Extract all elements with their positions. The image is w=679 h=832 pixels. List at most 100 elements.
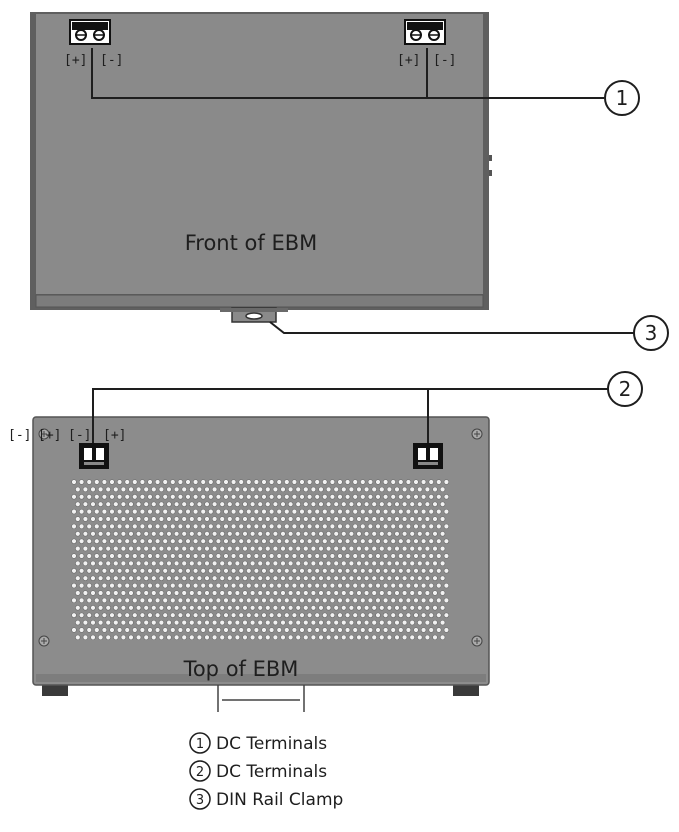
vent-hole xyxy=(310,486,317,493)
vent-hole xyxy=(299,568,305,574)
vent-hole xyxy=(120,486,127,493)
vent-hole xyxy=(420,523,427,530)
vent-hole xyxy=(276,568,282,574)
vent-hole xyxy=(333,634,339,641)
vent-hole xyxy=(325,575,332,581)
vent-hole xyxy=(151,531,157,537)
vent-hole xyxy=(306,582,313,589)
vent-hole xyxy=(90,486,96,493)
vent-hole xyxy=(424,634,431,641)
vent-hole xyxy=(143,634,149,641)
vent-hole xyxy=(261,597,267,604)
vent-hole xyxy=(295,560,301,567)
vent-hole xyxy=(208,553,214,559)
vent-hole xyxy=(371,619,377,626)
vent-hole xyxy=(356,634,362,641)
vent-hole xyxy=(375,612,381,618)
vent-hole xyxy=(196,516,203,522)
vent-hole xyxy=(223,538,229,544)
vent-hole xyxy=(360,523,366,530)
vent-hole xyxy=(390,508,396,515)
vent-hole xyxy=(424,545,431,552)
vent-hole xyxy=(439,605,446,611)
vent-hole xyxy=(265,575,271,581)
vent-hole xyxy=(352,508,358,515)
vent-hole xyxy=(177,538,184,544)
vent-hole xyxy=(211,531,218,537)
vent-hole xyxy=(287,516,294,522)
vent-hole xyxy=(109,612,115,618)
vent-hole xyxy=(367,568,374,574)
vent-hole xyxy=(291,479,298,485)
vent-hole xyxy=(401,605,408,611)
vent-hole xyxy=(322,508,328,515)
vent-hole xyxy=(390,494,396,500)
vent-hole xyxy=(420,538,427,544)
vent-hole xyxy=(128,545,134,552)
vent-hole xyxy=(261,523,267,530)
vent-hole xyxy=(189,560,195,567)
top-minus-label-b: [-] xyxy=(68,428,91,443)
vent-hole xyxy=(303,486,309,493)
vent-hole xyxy=(219,605,225,611)
vent-hole xyxy=(432,605,438,611)
vent-hole xyxy=(105,619,111,626)
vent-hole xyxy=(314,494,320,500)
vent-hole xyxy=(185,582,191,589)
vent-hole xyxy=(390,582,396,589)
vent-hole xyxy=(329,568,336,574)
vent-hole xyxy=(398,582,404,589)
vent-hole xyxy=(105,516,111,522)
vent-hole xyxy=(105,605,111,611)
vent-hole xyxy=(390,553,396,559)
vent-hole xyxy=(94,627,100,633)
vent-hole xyxy=(280,545,286,552)
vent-hole xyxy=(90,545,96,552)
vent-hole xyxy=(124,612,130,618)
vent-hole xyxy=(147,494,153,500)
vent-hole xyxy=(367,627,374,633)
vent-hole xyxy=(200,523,206,530)
vent-hole xyxy=(303,605,309,611)
vent-hole xyxy=(71,494,77,500)
vent-hole xyxy=(238,627,244,633)
vent-hole xyxy=(94,479,100,485)
vent-hole xyxy=(82,575,89,581)
vent-hole xyxy=(170,582,176,589)
vent-hole xyxy=(379,560,385,567)
vent-hole xyxy=(386,560,393,567)
vent-hole xyxy=(109,508,115,515)
legend-item-text: DC Terminals xyxy=(216,734,327,754)
vent-hole xyxy=(242,486,248,493)
vent-hole xyxy=(94,494,100,500)
vent-hole xyxy=(124,538,130,544)
side-notch xyxy=(489,170,492,176)
vent-hole xyxy=(322,479,328,485)
vent-hole xyxy=(337,597,343,604)
vent-hole xyxy=(208,508,214,515)
vent-hole xyxy=(71,508,77,515)
vent-hole xyxy=(185,508,191,515)
vent-hole xyxy=(325,486,332,493)
vent-hole xyxy=(147,508,153,515)
vent-hole xyxy=(78,523,85,530)
vent-hole xyxy=(409,501,415,507)
vent-hole xyxy=(135,531,142,537)
vent-hole xyxy=(246,627,252,633)
vent-hole xyxy=(173,516,180,522)
vent-hole xyxy=(379,545,385,552)
vent-hole xyxy=(128,516,134,522)
vent-hole xyxy=(337,538,343,544)
vent-hole xyxy=(185,523,191,530)
vent-hole xyxy=(382,508,389,515)
vent-hole xyxy=(310,545,317,552)
vent-hole xyxy=(204,575,210,581)
vent-hole xyxy=(158,575,165,581)
vent-hole xyxy=(287,486,294,493)
vent-hole xyxy=(113,545,119,552)
vent-hole xyxy=(82,501,89,507)
vent-hole xyxy=(436,627,442,633)
vent-hole xyxy=(78,627,85,633)
vent-hole xyxy=(253,582,260,589)
vent-hole xyxy=(322,627,328,633)
